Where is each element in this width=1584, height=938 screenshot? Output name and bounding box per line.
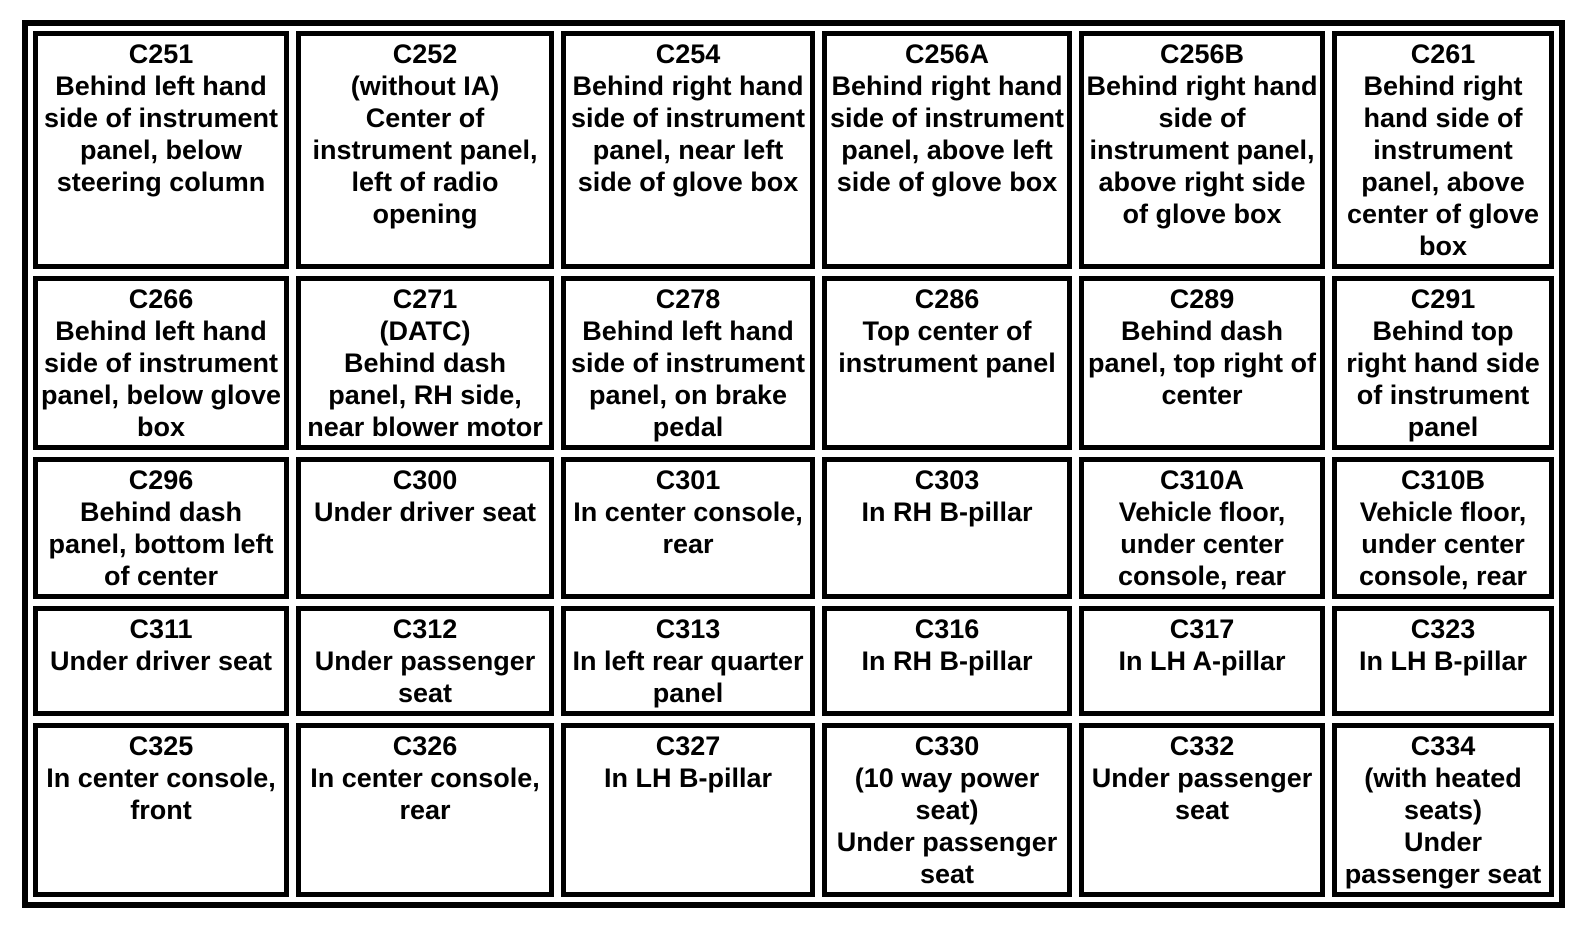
connector-code: C316	[914, 614, 980, 644]
connector-location: Vehicle floor, under center console, rea…	[1358, 497, 1528, 591]
connector-c317: C317 In LH A-pillar	[1079, 606, 1325, 716]
connector-location: Behind left hand side of instrument pane…	[570, 316, 806, 442]
connector-c291: C291 Behind top right hand side of instr…	[1332, 276, 1554, 450]
connector-c296: C296 Behind dash panel, bottom left of c…	[33, 457, 289, 599]
connector-c311: C311 Under driver seat	[33, 606, 289, 716]
connector-c327: C327 In LH B-pillar	[561, 723, 815, 897]
connector-qualifier: (DATC)	[379, 316, 471, 346]
connector-location: Behind right hand side of instrument pan…	[570, 71, 806, 197]
connector-qualifier: (without IA)	[350, 71, 500, 101]
connector-code: C300	[392, 465, 458, 495]
connector-c334: C334 (with heated seats) Under passenger…	[1332, 723, 1554, 897]
connector-location: Behind left hand side of instrument pane…	[40, 316, 282, 442]
connector-c278: C278 Behind left hand side of instrument…	[561, 276, 815, 450]
connector-location: Under passenger seat	[314, 646, 536, 708]
connector-location: Under passenger seat	[836, 827, 1058, 889]
connector-code: C311	[129, 614, 193, 644]
connector-c286: C286 Top center of instrument panel	[822, 276, 1072, 450]
connector-c251: C251 Behind left hand side of instrument…	[33, 31, 289, 269]
connector-location: In RH B-pillar	[861, 497, 1033, 527]
connector-c300: C300 Under driver seat	[296, 457, 554, 599]
connector-code: C310B	[1400, 465, 1486, 495]
connector-grid: C251 Behind left hand side of instrument…	[33, 31, 1554, 897]
connector-qualifier: (with heated seats)	[1364, 763, 1522, 825]
connector-c316: C316 In RH B-pillar	[822, 606, 1072, 716]
connector-c313: C313 In left rear quarter panel	[561, 606, 815, 716]
connector-code: C323	[1410, 614, 1476, 644]
connector-code: C330	[914, 731, 980, 761]
connector-location: Under driver seat	[313, 497, 537, 527]
connector-location: Behind dash panel, RH side, near blower …	[307, 348, 543, 442]
connector-c266: C266 Behind left hand side of instrument…	[33, 276, 289, 450]
connector-location: Behind right hand side of instrument pan…	[1346, 71, 1540, 261]
connector-code: C313	[655, 614, 721, 644]
connector-code: C256A	[904, 39, 990, 69]
connector-code: C312	[392, 614, 458, 644]
connector-code: C256B	[1159, 39, 1245, 69]
connector-c261: C261 Behind right hand side of instrumen…	[1332, 31, 1554, 269]
connector-code: C289	[1169, 284, 1235, 314]
connector-code: C252	[392, 39, 458, 69]
connector-location: Vehicle floor, under center console, rea…	[1117, 497, 1287, 591]
connector-code: C261	[1410, 39, 1476, 69]
connector-c323: C323 In LH B-pillar	[1332, 606, 1554, 716]
connector-c330: C330 (10 way power seat) Under passenger…	[822, 723, 1072, 897]
connector-code: C327	[655, 731, 721, 761]
connector-c301: C301 In center console, rear	[561, 457, 815, 599]
connector-code: C286	[914, 284, 980, 314]
connector-code: C317	[1169, 614, 1235, 644]
connector-c252: C252 (without IA) Center of instrument p…	[296, 31, 554, 269]
connector-c312: C312 Under passenger seat	[296, 606, 554, 716]
connector-code: C325	[128, 731, 194, 761]
connector-c289: C289 Behind dash panel, top right of cen…	[1079, 276, 1325, 450]
connector-code: C310A	[1159, 465, 1245, 495]
connector-c310a: C310A Vehicle floor, under center consol…	[1079, 457, 1325, 599]
connector-location: Behind right hand side of instrument pan…	[1086, 71, 1318, 229]
connector-location-table: C251 Behind left hand side of instrument…	[22, 20, 1565, 908]
connector-location: Top center of instrument panel	[838, 316, 1056, 378]
connector-c332: C332 Under passenger seat	[1079, 723, 1325, 897]
connector-code: C251	[128, 39, 194, 69]
connector-c303: C303 In RH B-pillar	[822, 457, 1072, 599]
connector-code: C271	[392, 284, 458, 314]
connector-code: C254	[655, 39, 721, 69]
connector-code: C326	[392, 731, 458, 761]
connector-location: In LH B-pillar	[1359, 646, 1527, 676]
connector-location: In center console, rear	[310, 763, 540, 825]
connector-location: Behind dash panel, bottom left of center	[48, 497, 274, 591]
connector-location: Under passenger seat	[1344, 827, 1542, 889]
connector-location: In center console, front	[46, 763, 276, 825]
connector-code: C332	[1169, 731, 1235, 761]
connector-location: In RH B-pillar	[861, 646, 1033, 676]
connector-c271: C271 (DATC) Behind dash panel, RH side, …	[296, 276, 554, 450]
connector-code: C334	[1410, 731, 1476, 761]
connector-code: C278	[655, 284, 721, 314]
connector-code: C303	[914, 465, 980, 495]
connector-location: Behind dash panel, top right of center	[1088, 316, 1316, 410]
connector-c310b: C310B Vehicle floor, under center consol…	[1332, 457, 1554, 599]
connector-location: In left rear quarter panel	[572, 646, 804, 708]
connector-location: In LH A-pillar	[1118, 646, 1286, 676]
connector-code: C296	[128, 465, 194, 495]
connector-c326: C326 In center console, rear	[296, 723, 554, 897]
connector-location: Under driver seat	[49, 646, 273, 676]
connector-qualifier: (10 way power seat)	[854, 763, 1040, 825]
connector-code: C301	[655, 465, 721, 495]
connector-c254: C254 Behind right hand side of instrumen…	[561, 31, 815, 269]
connector-location: Behind left hand side of instrument pane…	[43, 71, 279, 197]
connector-location: Behind right hand side of instrument pan…	[829, 71, 1065, 197]
connector-location: Under passenger seat	[1091, 763, 1313, 825]
connector-c325: C325 In center console, front	[33, 723, 289, 897]
connector-c256b: C256B Behind right hand side of instrume…	[1079, 31, 1325, 269]
connector-location: In center console, rear	[573, 497, 803, 559]
connector-c256a: C256A Behind right hand side of instrume…	[822, 31, 1072, 269]
connector-location: In LH B-pillar	[604, 763, 772, 793]
connector-code: C291	[1410, 284, 1476, 314]
connector-location: Center of instrument panel, left of radi…	[312, 103, 538, 229]
connector-code: C266	[128, 284, 194, 314]
connector-location: Behind top right hand side of instrument…	[1346, 316, 1540, 442]
